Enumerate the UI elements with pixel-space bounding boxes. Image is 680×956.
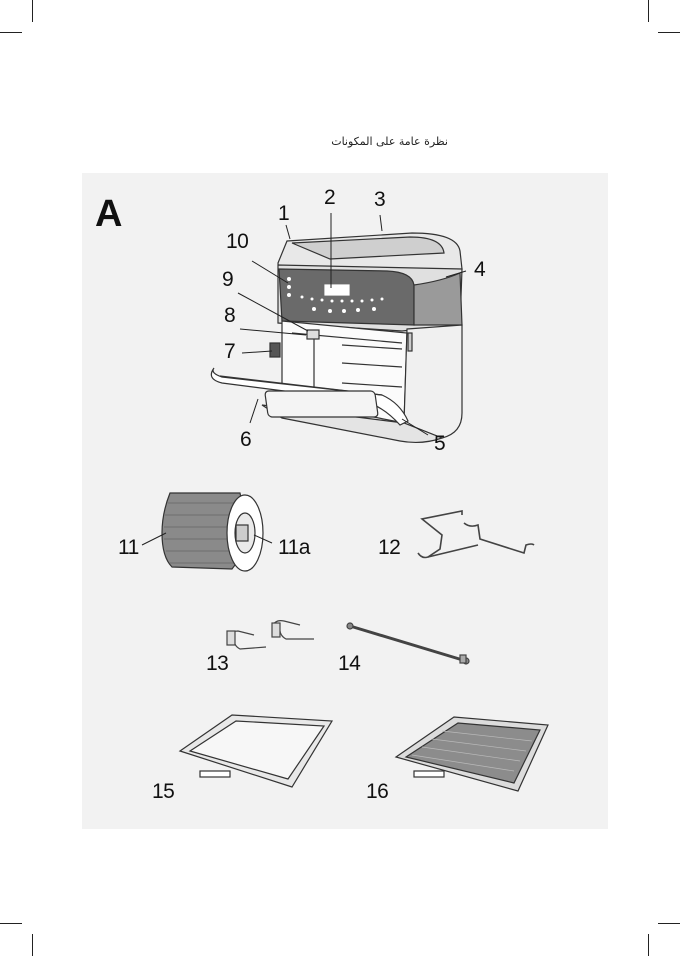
rotisserie-basket — [161, 492, 264, 572]
crop-mark-top-right-v — [648, 0, 649, 22]
page-heading: نظرة عامة على المكونات — [331, 135, 448, 148]
air-fryer-oven — [210, 232, 463, 444]
callout-14: 14 — [338, 652, 361, 675]
callout-8: 8 — [224, 304, 236, 327]
mesh-tray — [394, 716, 549, 792]
callout-4: 4 — [474, 258, 486, 281]
component-overview-figure: A 1 2 3 4 5 6 7 8 9 10 11 11a 12 13 14 1… — [82, 173, 608, 829]
callout-9: 9 — [222, 268, 234, 291]
crop-mark-top-left-h — [0, 32, 22, 33]
callout-13: 13 — [206, 652, 229, 675]
figure-illustration — [141, 213, 549, 792]
callout-7: 7 — [224, 340, 236, 363]
crop-mark-bottom-right-v — [648, 934, 649, 956]
crop-mark-top-left-v — [32, 0, 33, 22]
callout-3: 3 — [374, 188, 386, 211]
callout-11: 11 — [118, 536, 139, 559]
figure-letter: A — [95, 193, 123, 235]
callout-10: 10 — [226, 230, 249, 253]
callout-2: 2 — [324, 186, 336, 209]
callout-1: 1 — [278, 202, 290, 225]
crop-mark-bottom-right-h — [658, 923, 680, 924]
drip-tray — [178, 714, 334, 788]
wire-holder — [417, 510, 535, 559]
callout-6: 6 — [240, 428, 252, 451]
callout-11a: 11a — [278, 536, 310, 559]
crop-mark-bottom-left-h — [0, 923, 22, 924]
crop-mark-top-right-h — [658, 32, 680, 33]
rotisserie-spit — [346, 622, 470, 665]
rotisserie-forks — [226, 620, 314, 650]
callout-5: 5 — [434, 432, 446, 455]
callout-12: 12 — [378, 536, 401, 559]
callout-15: 15 — [152, 780, 175, 803]
crop-mark-bottom-left-v — [32, 934, 33, 956]
callout-16: 16 — [366, 780, 389, 803]
